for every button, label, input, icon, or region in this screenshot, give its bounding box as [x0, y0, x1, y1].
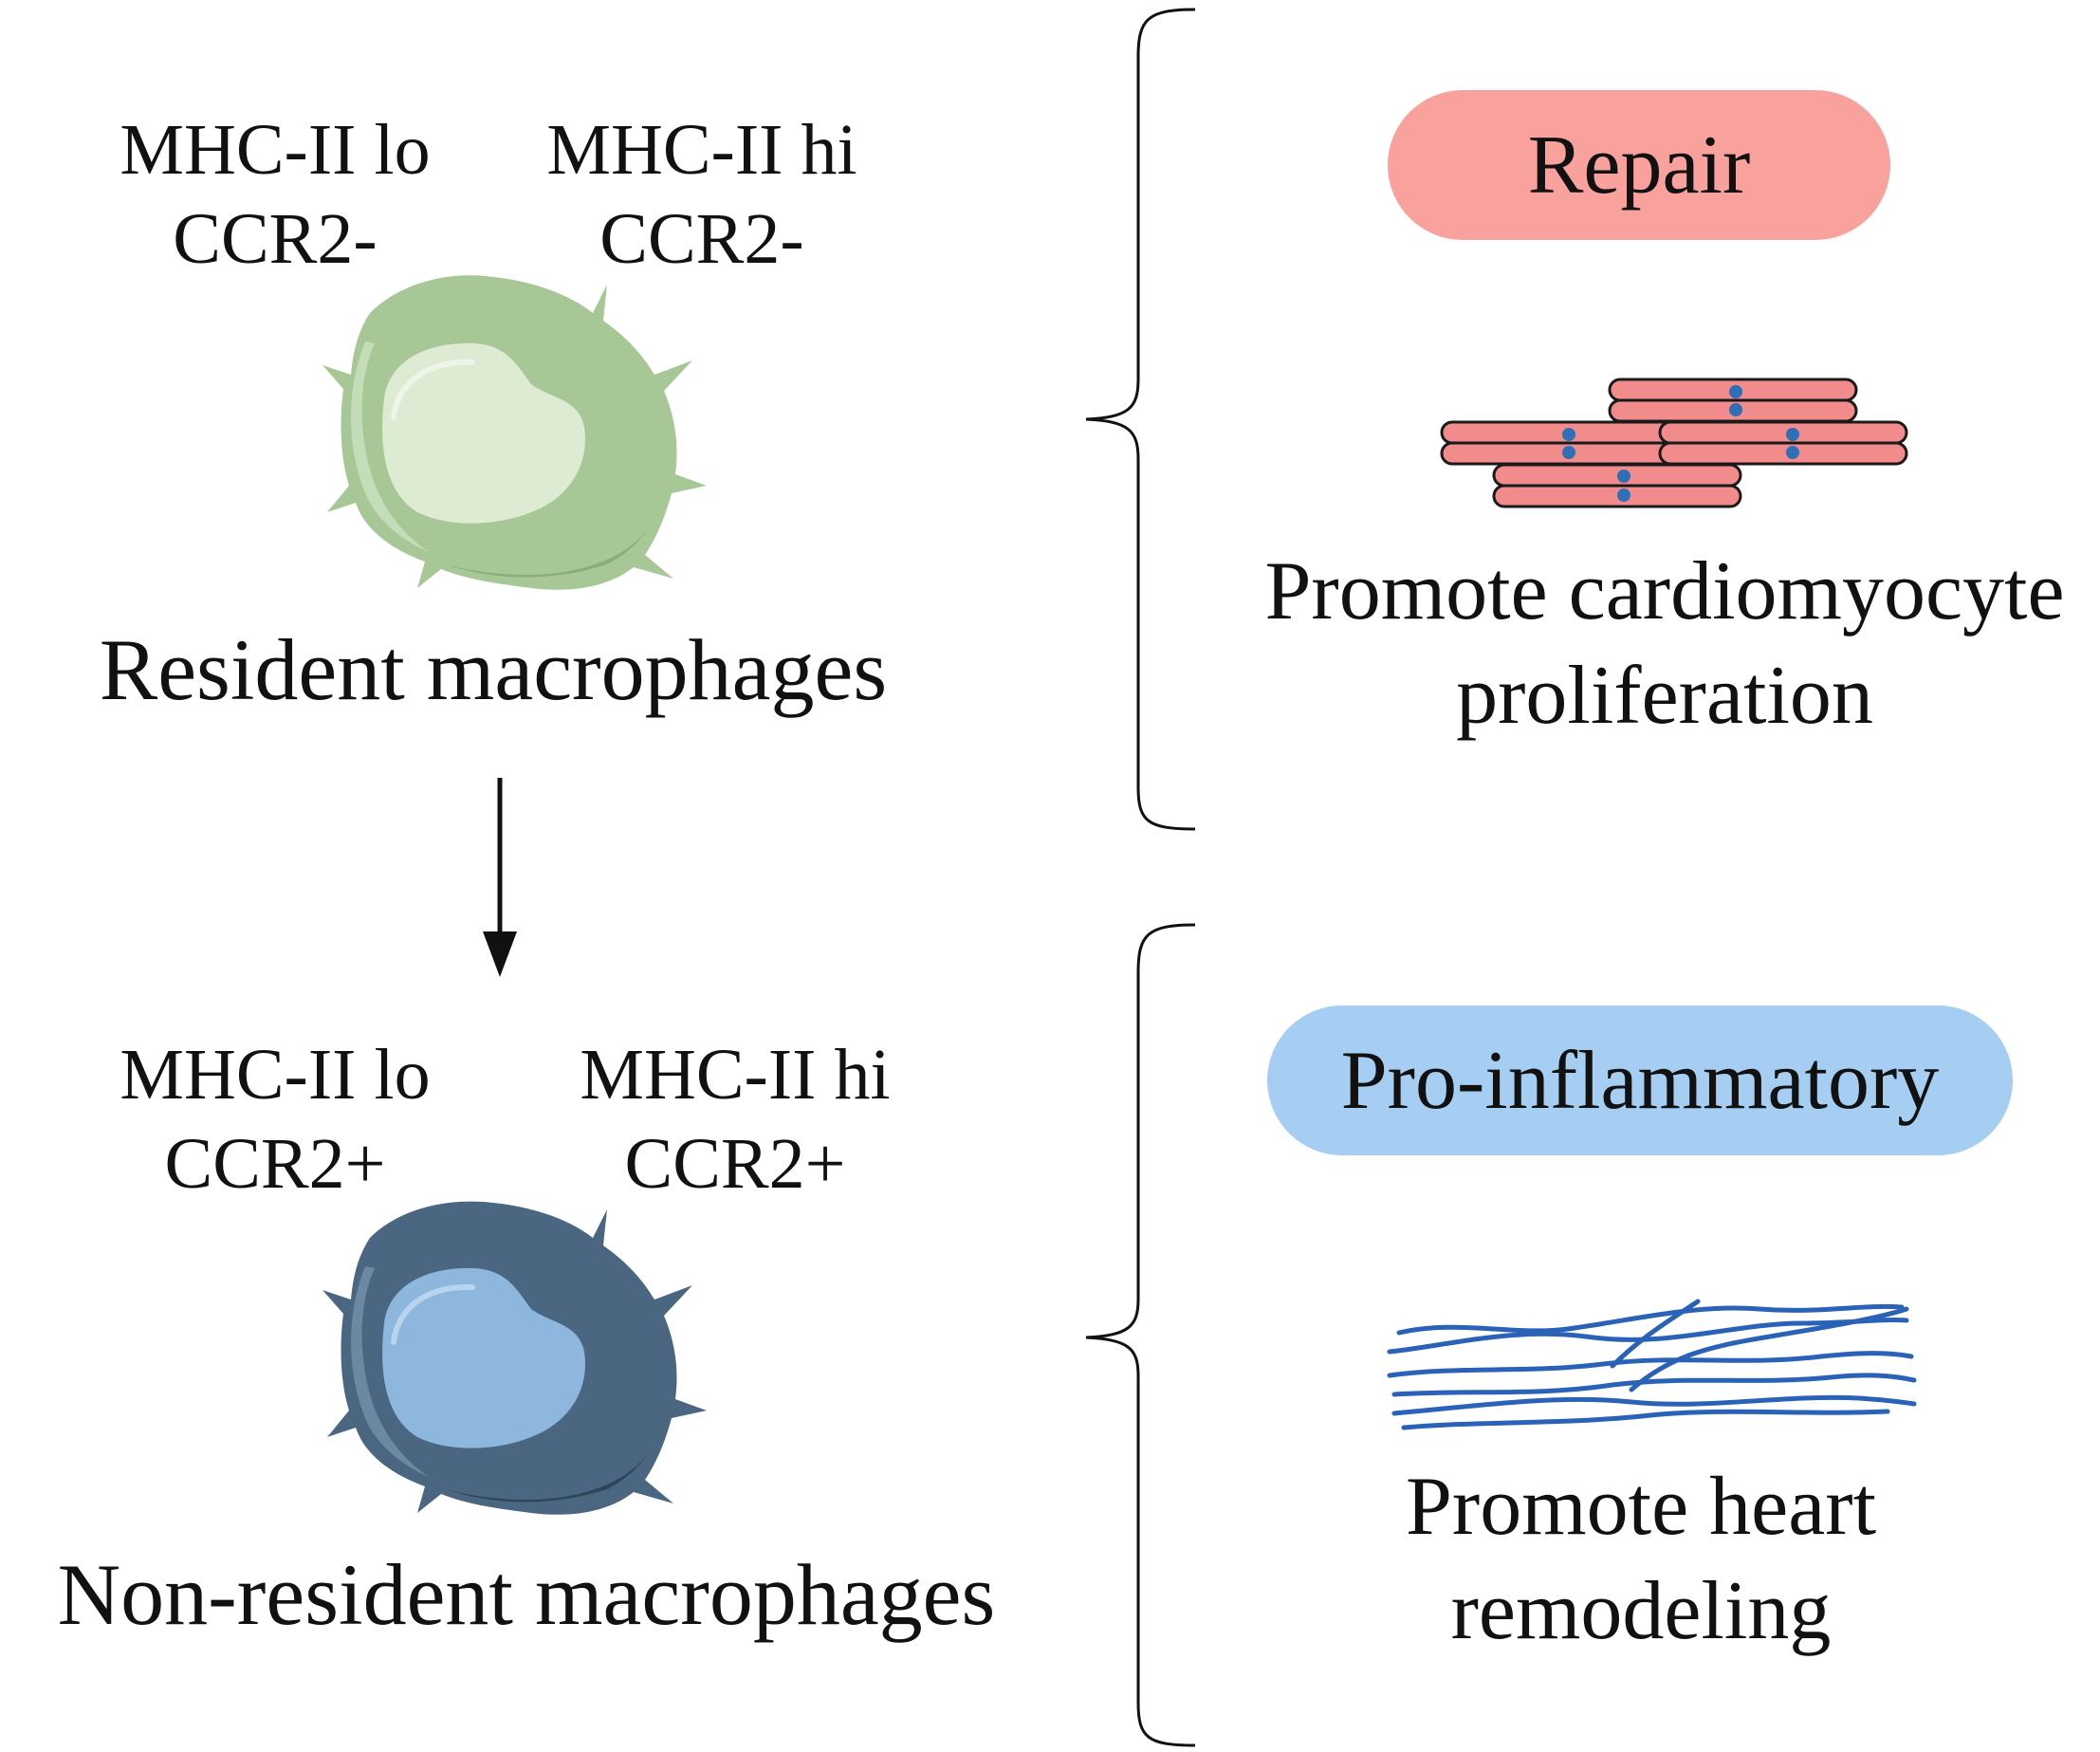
bottom-brace-icon [1085, 923, 1196, 1747]
inflammatory-label: Pro-inflammatory [1340, 1034, 1940, 1127]
resident-marker-left: MHC-II lo CCR2- [114, 114, 436, 275]
effect-line: Promote heart [1405, 1461, 1877, 1553]
inflammatory-pill: Pro-inflammatory [1267, 1005, 2013, 1155]
resident-macrophage-icon [322, 275, 707, 590]
resident-title: Resident macrophages [99, 621, 888, 718]
marker-line: MHC-II lo [120, 1035, 431, 1115]
marker-line: MHC-II hi [580, 1035, 891, 1115]
non-resident-marker-right: MHC-II hi CCR2+ [574, 1039, 896, 1200]
repair-pill: Repair [1388, 90, 1890, 240]
cardiomyocytes-icon [1440, 378, 1908, 508]
marker-line: MHC-II lo [120, 110, 431, 190]
transition-arrow-icon [483, 778, 517, 977]
marker-line: CCR2- [173, 199, 378, 279]
effect-line: proliferation [1456, 650, 1873, 742]
effect-line: Promote cardiomyocyte [1264, 545, 2065, 637]
marker-line: CCR2+ [624, 1124, 846, 1204]
non-resident-marker-left: MHC-II lo CCR2+ [114, 1039, 436, 1200]
marker-line: CCR2+ [164, 1124, 386, 1204]
repair-effect: Promote cardiomyocyte proliferation [1233, 550, 2096, 738]
fibers-icon [1387, 1299, 1917, 1430]
marker-line: CCR2- [599, 199, 804, 279]
top-brace-icon [1085, 8, 1196, 831]
inflammatory-effect: Promote heart remodeling [1262, 1466, 2020, 1653]
effect-line: remodeling [1450, 1565, 1832, 1657]
non-resident-macrophage-icon [322, 1201, 707, 1515]
non-resident-title: Non-resident macrophages [57, 1546, 996, 1643]
repair-label: Repair [1527, 119, 1751, 212]
resident-marker-right: MHC-II hi CCR2- [541, 114, 863, 275]
marker-line: MHC-II hi [546, 110, 857, 190]
